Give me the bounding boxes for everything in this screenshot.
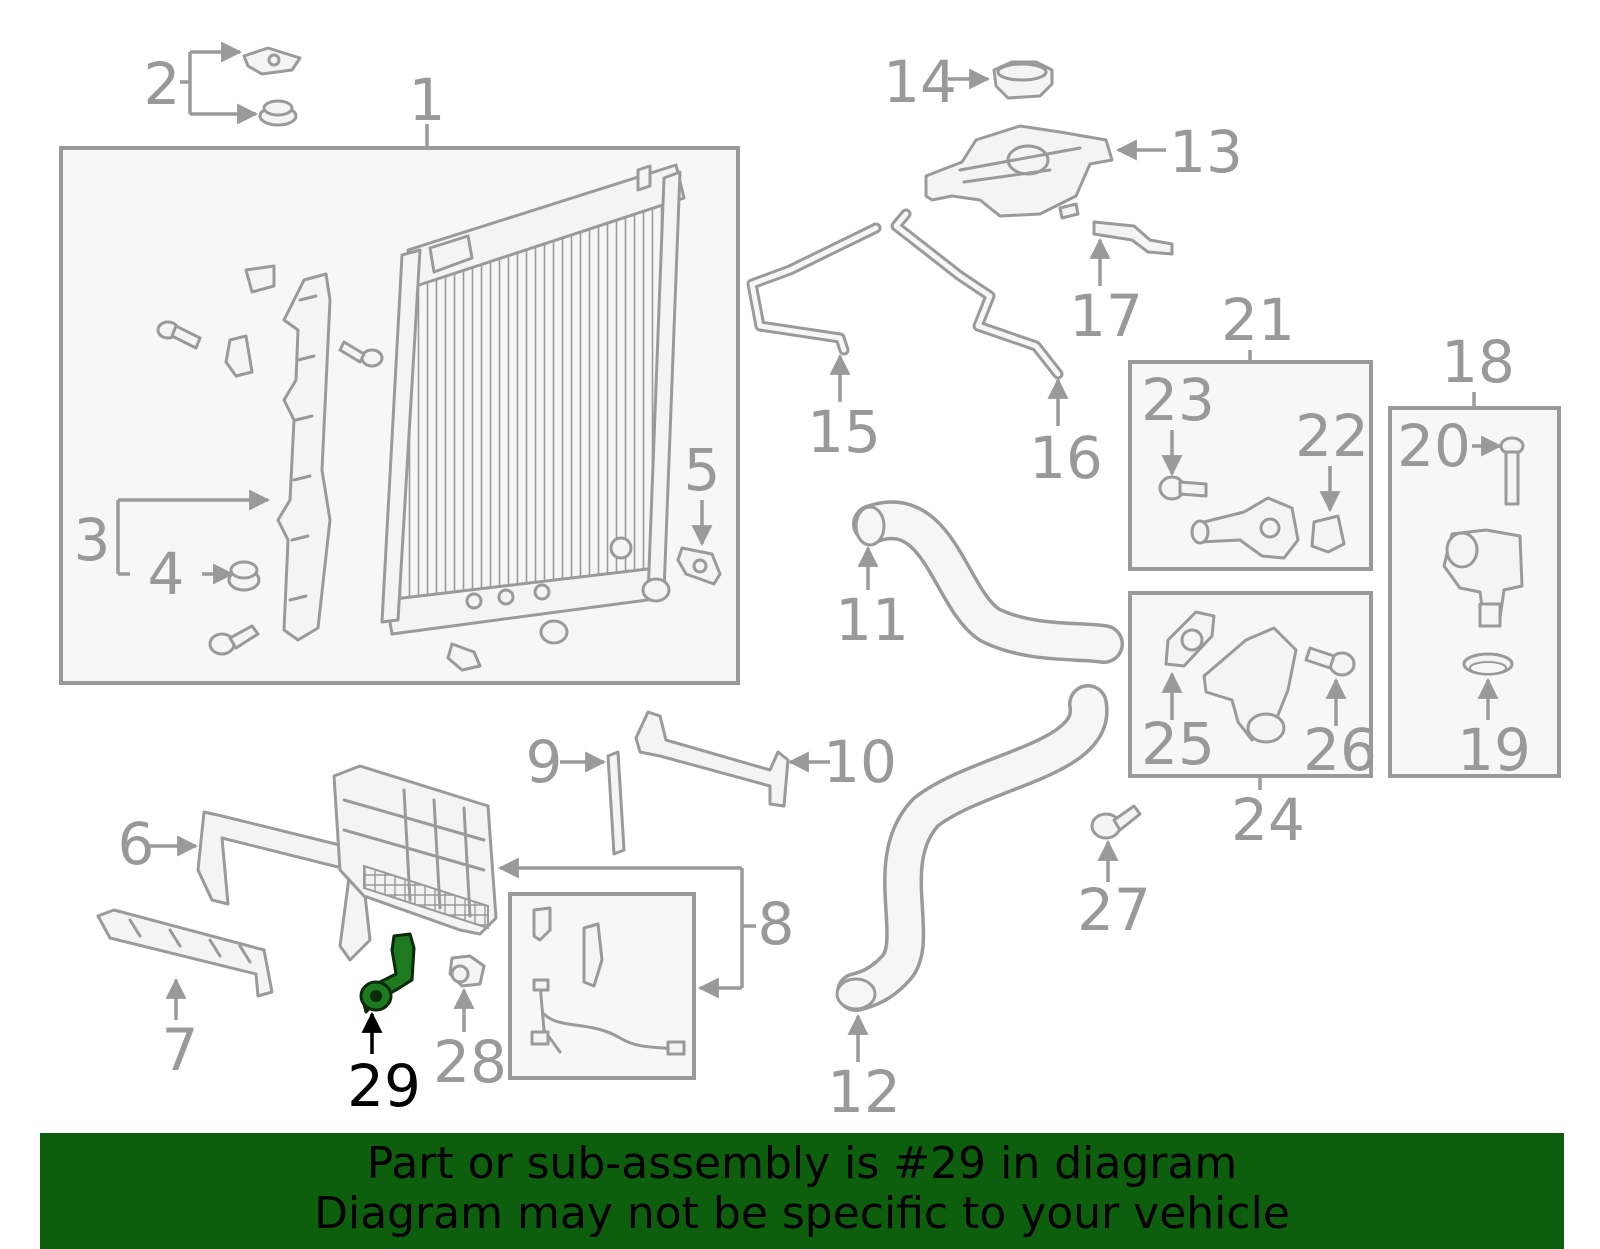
shutter-assembly-8 bbox=[332, 764, 498, 936]
label-14: 14 bbox=[883, 48, 957, 116]
bolt-icon bbox=[338, 340, 384, 368]
grommet bbox=[641, 577, 671, 603]
label-24: 24 bbox=[1231, 786, 1305, 854]
bolt-icon bbox=[156, 320, 202, 350]
bolt-icon bbox=[1158, 475, 1208, 501]
part-labels: 1 2 3 4 5 6 7 8 9 10 11 12 13 14 15 16 1… bbox=[74, 48, 1531, 1126]
radiator-fasteners bbox=[156, 264, 722, 672]
label-9: 9 bbox=[526, 728, 563, 796]
label-16: 16 bbox=[1029, 424, 1103, 492]
bracket-9 bbox=[606, 750, 626, 856]
bolt-icon bbox=[208, 624, 260, 656]
label-13: 13 bbox=[1169, 118, 1243, 186]
label-22: 22 bbox=[1295, 402, 1369, 470]
outlet-kit-box-24 bbox=[1128, 591, 1373, 790]
label-6: 6 bbox=[118, 810, 155, 878]
thermostat-housing-18 bbox=[1442, 528, 1524, 628]
coolant-reservoir bbox=[924, 124, 1114, 220]
water-outlet bbox=[1202, 626, 1298, 744]
thermostat-kit-box-18 bbox=[1388, 392, 1561, 778]
label-2: 2 bbox=[144, 50, 181, 118]
radiator-side-bracket bbox=[276, 272, 332, 642]
label-23: 23 bbox=[1141, 366, 1215, 434]
label-7: 7 bbox=[162, 1016, 199, 1084]
seal-22 bbox=[1310, 514, 1346, 554]
label-27: 27 bbox=[1077, 876, 1151, 944]
label-17: 17 bbox=[1069, 282, 1143, 350]
label-29-highlighted[interactable]: 29 bbox=[347, 1052, 421, 1120]
label-3: 3 bbox=[74, 506, 111, 574]
label-20: 20 bbox=[1397, 412, 1471, 480]
info-banner: Part or sub-assembly is #29 in diagram D… bbox=[40, 1133, 1564, 1249]
overflow-tube-15 bbox=[746, 222, 882, 356]
label-21: 21 bbox=[1221, 286, 1295, 354]
part-2-caps bbox=[180, 41, 302, 127]
bracket-10 bbox=[634, 710, 790, 808]
label-1: 1 bbox=[409, 66, 446, 134]
highlighted-part-29[interactable] bbox=[359, 932, 416, 1014]
bolt-icon bbox=[1304, 646, 1356, 677]
radiator-hose-11 bbox=[852, 500, 1124, 664]
thermostat-housing bbox=[1190, 496, 1300, 560]
bolt-27 bbox=[1090, 804, 1142, 840]
radiator-core bbox=[380, 163, 686, 636]
grommet bbox=[539, 619, 569, 645]
gasket-25 bbox=[1164, 610, 1216, 668]
label-25: 25 bbox=[1141, 710, 1215, 778]
label-11: 11 bbox=[835, 586, 909, 654]
radiator-hose-12 bbox=[835, 684, 1109, 1012]
label-28: 28 bbox=[433, 1028, 507, 1096]
bracket-5 bbox=[676, 546, 722, 586]
radiator-assembly-box bbox=[59, 124, 740, 685]
label-4: 4 bbox=[148, 540, 185, 608]
hose-17 bbox=[1092, 220, 1174, 256]
clip bbox=[446, 642, 482, 672]
thermostat-kit-box-21 bbox=[1128, 350, 1373, 571]
reservoir-cap-14 bbox=[992, 60, 1054, 100]
banner-line-2: Diagram may not be specific to your vehi… bbox=[314, 1188, 1290, 1239]
clip-28 bbox=[448, 954, 486, 988]
overflow-tube-16 bbox=[890, 208, 1064, 380]
label-10: 10 bbox=[823, 728, 897, 796]
label-12: 12 bbox=[827, 1058, 901, 1126]
label-8: 8 bbox=[758, 890, 795, 958]
label-26: 26 bbox=[1303, 716, 1377, 784]
label-15: 15 bbox=[807, 398, 881, 466]
label-5: 5 bbox=[684, 436, 721, 504]
bolt-20 bbox=[1499, 436, 1525, 506]
banner-line-1: Part or sub-assembly is #29 in diagram bbox=[366, 1138, 1238, 1189]
label-18: 18 bbox=[1441, 328, 1515, 396]
clamp-19 bbox=[1462, 652, 1514, 676]
air-deflector-7 bbox=[96, 908, 274, 998]
wiring-box-8 bbox=[508, 892, 696, 1080]
insulator-4 bbox=[227, 560, 261, 592]
label-19: 19 bbox=[1457, 716, 1531, 784]
